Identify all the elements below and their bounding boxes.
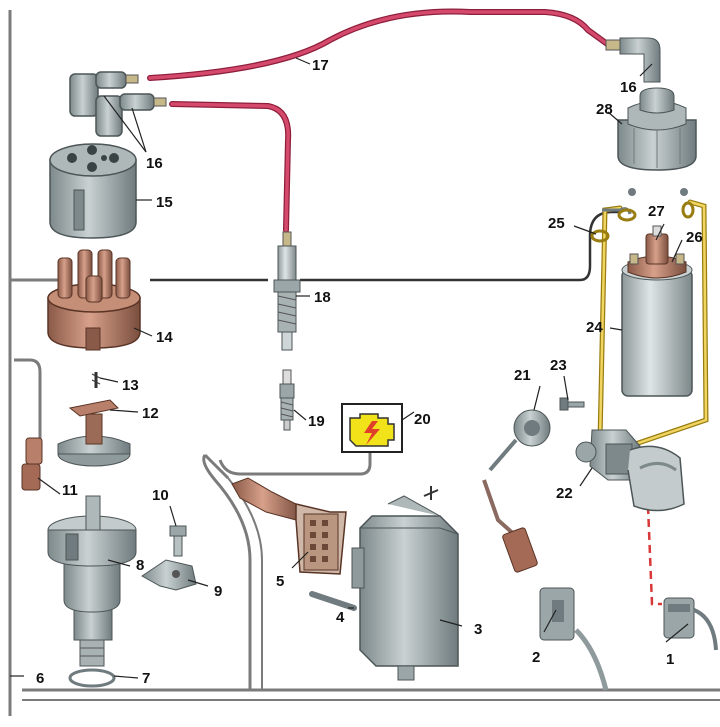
control-unit-3 bbox=[351, 486, 459, 681]
high-tension-wires bbox=[147, 8, 613, 233]
screw-23 bbox=[559, 397, 585, 411]
label-7: 7 bbox=[142, 670, 150, 687]
label-25: 25 bbox=[548, 215, 565, 232]
sensor-5 bbox=[203, 453, 347, 575]
label-21: 21 bbox=[514, 367, 531, 384]
clamp-9 bbox=[141, 559, 197, 591]
leader-lines bbox=[10, 57, 689, 679]
rotor-12 bbox=[57, 399, 131, 467]
distributor-cap-14 bbox=[47, 249, 141, 351]
label-8: 8 bbox=[136, 557, 144, 574]
label-19: 19 bbox=[308, 413, 325, 430]
label-22: 22 bbox=[556, 485, 573, 502]
wire-boots-16-left bbox=[69, 71, 167, 137]
label-23: 23 bbox=[550, 357, 567, 374]
label-9: 9 bbox=[214, 583, 222, 600]
ignition-coil-24 bbox=[621, 225, 693, 397]
label-5: 5 bbox=[276, 573, 284, 590]
check-engine-lamp-20 bbox=[218, 403, 403, 476]
sensor-21 bbox=[482, 409, 551, 573]
label-4: 4 bbox=[336, 609, 345, 626]
label-11: 11 bbox=[62, 482, 78, 499]
label-2: 2 bbox=[532, 649, 540, 666]
label-20: 20 bbox=[414, 411, 431, 428]
spark-plug-19 bbox=[279, 369, 295, 431]
label-18: 18 bbox=[314, 289, 331, 306]
sensor-connector-11 bbox=[21, 437, 43, 491]
label-15: 15 bbox=[156, 194, 173, 211]
label-26: 26 bbox=[686, 229, 703, 246]
label-12: 12 bbox=[142, 405, 159, 422]
screw-13 bbox=[91, 372, 101, 388]
connector-2 bbox=[539, 587, 609, 691]
label-17: 17 bbox=[312, 57, 329, 74]
label-28: 28 bbox=[596, 101, 613, 118]
coil-cover-28 bbox=[617, 87, 697, 171]
wire-18 bbox=[169, 101, 292, 233]
label-1: 1 bbox=[666, 651, 674, 668]
wire-boot-16-right bbox=[605, 37, 661, 83]
label-6: 6 bbox=[36, 670, 44, 687]
coil-bracket bbox=[627, 445, 685, 512]
check-engine-icon bbox=[349, 413, 395, 447]
o-ring-7 bbox=[68, 668, 116, 688]
label-10: 10 bbox=[152, 487, 169, 504]
label-3: 3 bbox=[474, 621, 482, 638]
label-13: 13 bbox=[122, 377, 139, 394]
label-16-right: 16 bbox=[620, 79, 637, 96]
connector-1 bbox=[646, 505, 718, 651]
pin-4 bbox=[309, 591, 357, 611]
label-16-left: 16 bbox=[146, 155, 163, 172]
bolt-10 bbox=[169, 525, 187, 557]
label-27: 27 bbox=[648, 203, 665, 220]
callout-labels: 1 2 3 4 5 6 7 8 9 10 11 12 13 14 15 16 1… bbox=[36, 57, 703, 687]
distributor-8 bbox=[47, 495, 137, 667]
spark-plug-18 bbox=[273, 231, 301, 351]
label-14: 14 bbox=[156, 329, 173, 346]
distributor-cap-shield-15 bbox=[49, 143, 137, 239]
label-24: 24 bbox=[586, 319, 603, 336]
terminals-25-26-27 bbox=[590, 188, 695, 243]
